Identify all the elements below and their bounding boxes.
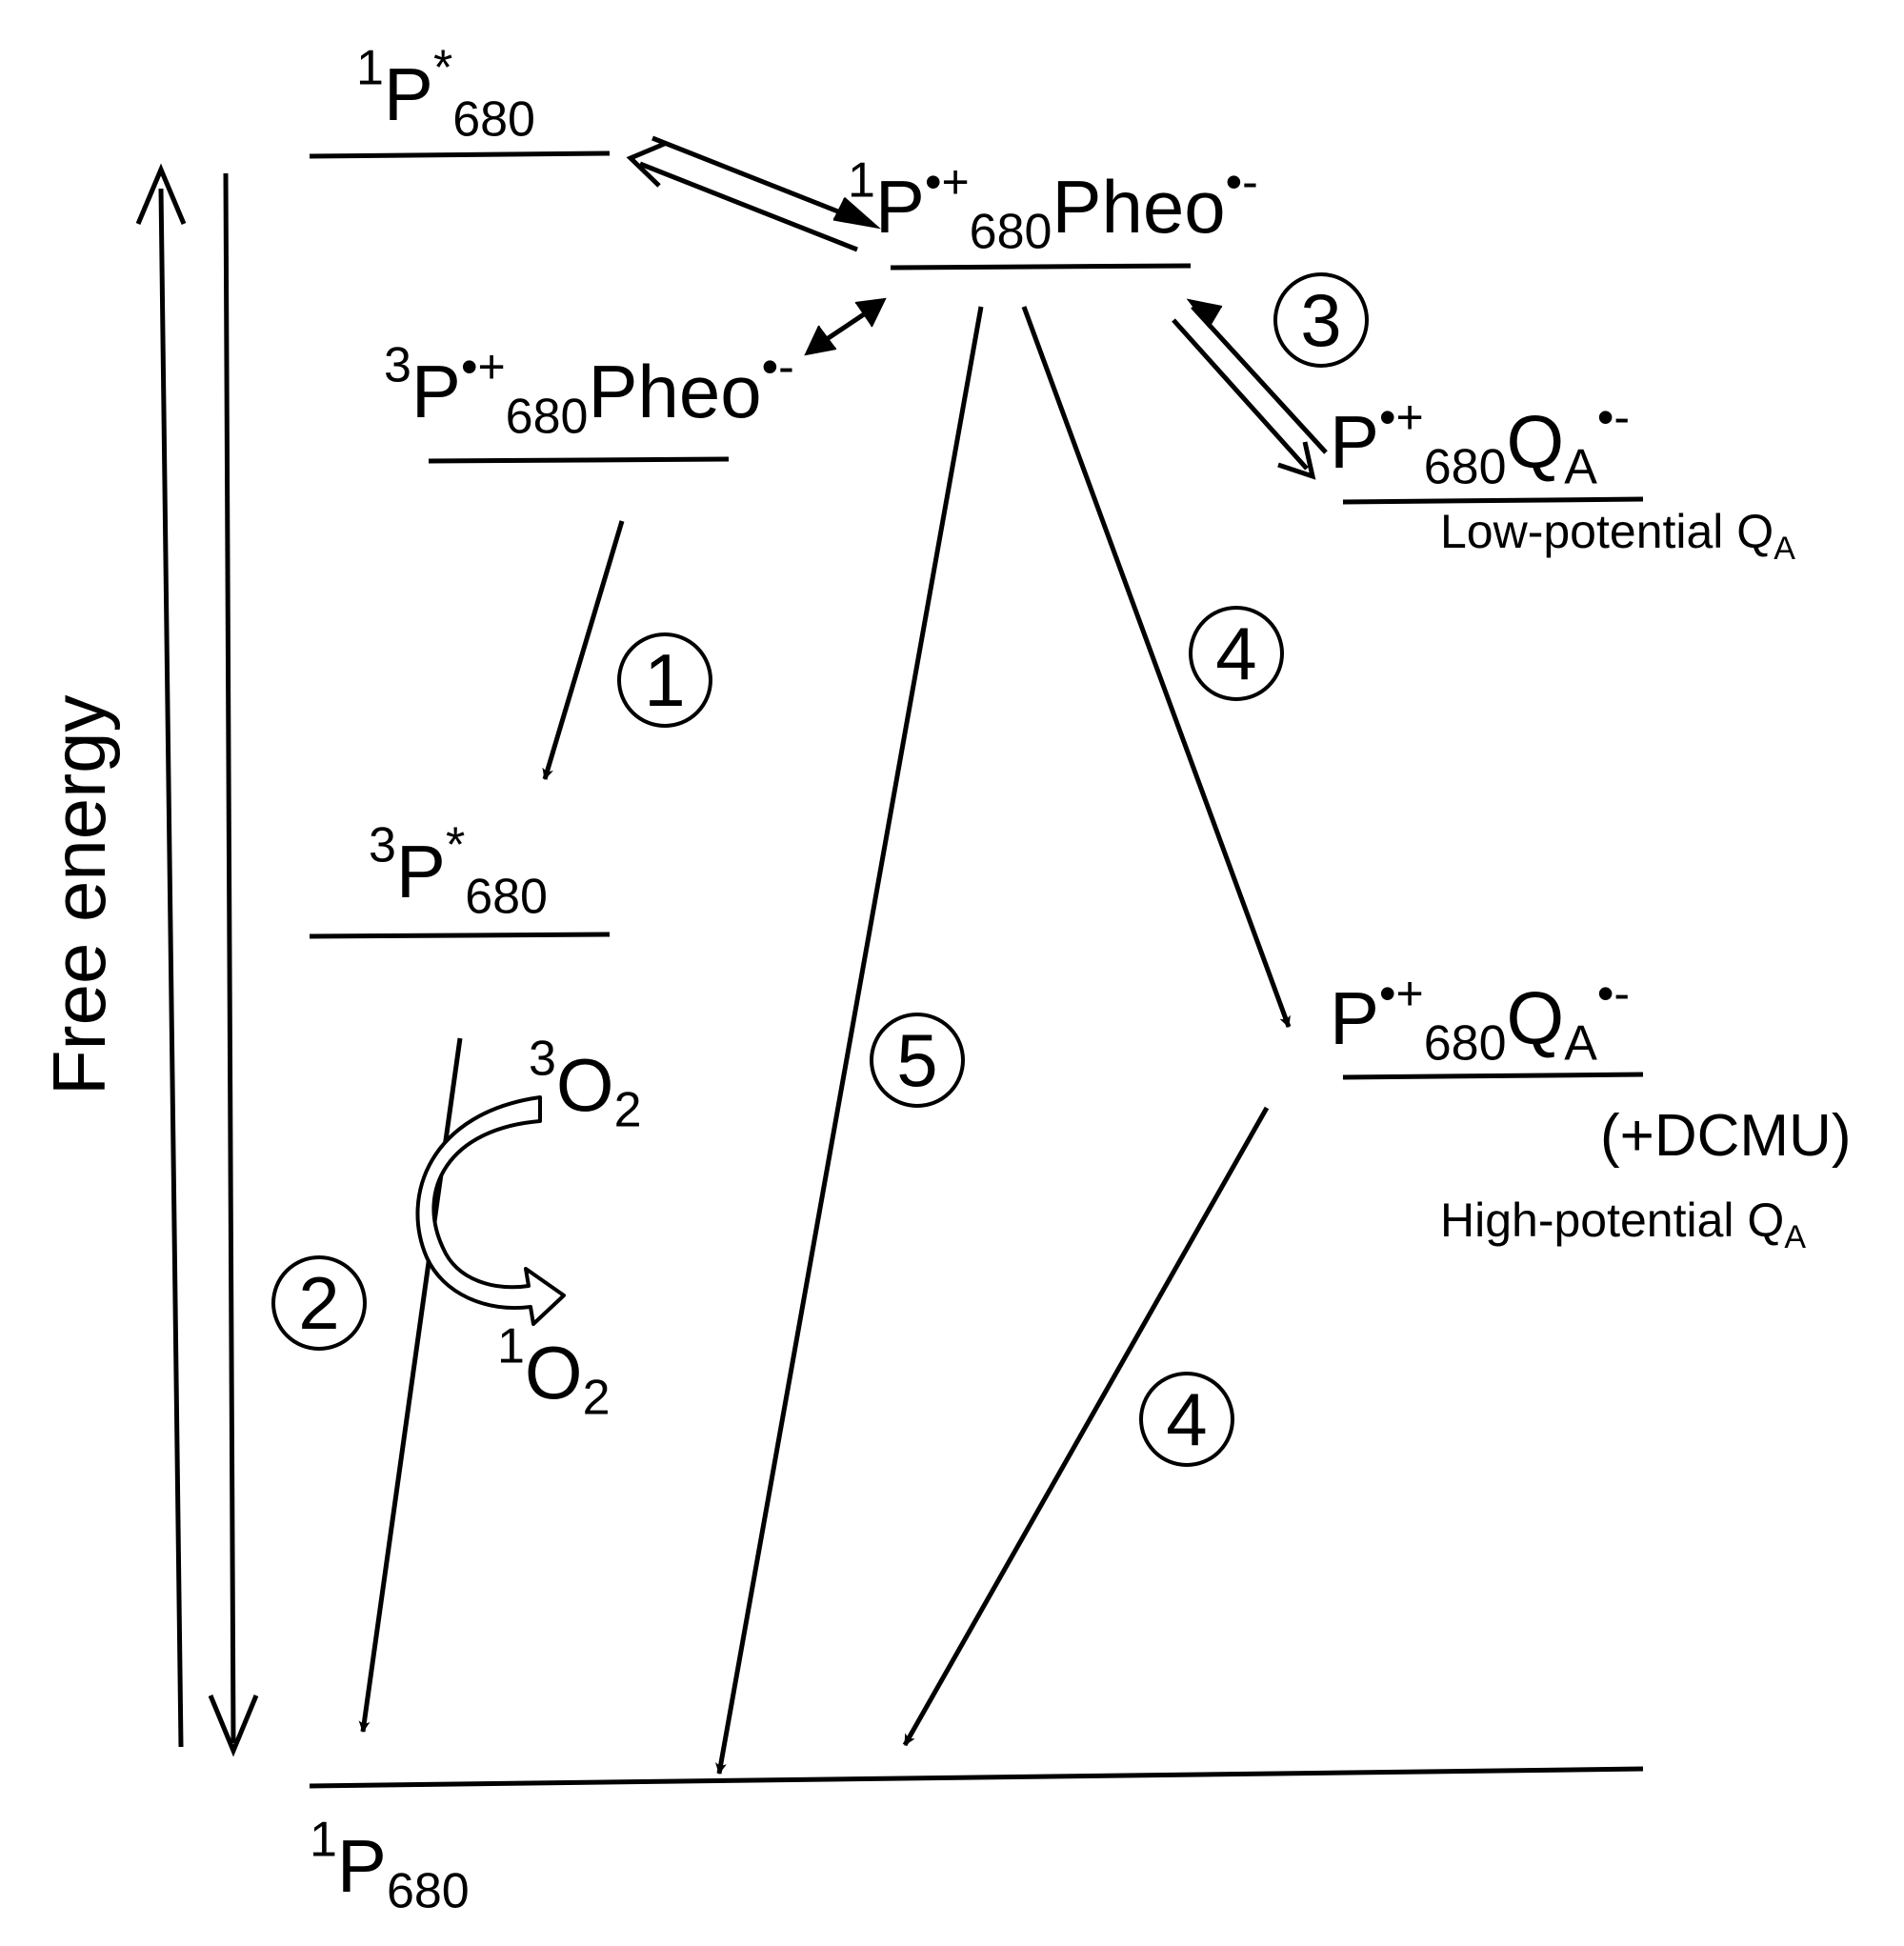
singlet-oxygen-label: 1O2 (497, 1318, 611, 1426)
pathway-4-marker-lower: 4 (1139, 1372, 1234, 1467)
pathway-1-arrow (542, 520, 625, 780)
pathway-5-marker: 5 (870, 1013, 965, 1108)
pathway-5-arrow (715, 306, 984, 1775)
y-axis-label: Free energy (37, 694, 121, 1095)
state-label-qa-low: P•+680QA•- (1330, 391, 1631, 495)
level-qa-high (1342, 1072, 1644, 1080)
pathway-1-marker: 1 (617, 632, 712, 728)
level-p680-pheo-singlet (890, 263, 1192, 271)
level-p680-pheo-triplet (428, 456, 730, 464)
level-ground (309, 1766, 1644, 1789)
energy-axis-up-arrow (158, 188, 184, 1748)
back-reaction-arrow (639, 161, 858, 252)
state-label-ground: 1P680 (310, 1812, 470, 1919)
dcmu-label: (+DCMU) (1600, 1103, 1852, 1169)
energy-levels (309, 150, 1644, 1789)
equilibrium-arrows-top (626, 135, 882, 252)
pathway-2-marker: 2 (271, 1255, 367, 1351)
pathway-3-arrows (1172, 298, 1328, 480)
state-label-p680-triplet: 3P*680 (369, 817, 548, 925)
energy-axis-down-arrow (223, 172, 236, 1744)
energy-axis-up-arrowhead (135, 163, 187, 225)
level-p680-singlet-excited (309, 150, 611, 159)
level-qa-low (1342, 496, 1644, 505)
pathway-4-marker-upper: 4 (1189, 606, 1284, 701)
caption-low-potential-qa: Low-potential QA (1440, 505, 1795, 567)
state-label-qa-high: P•+680QA•- (1330, 967, 1631, 1072)
pathway-4-arrow-lower (902, 1106, 1270, 1747)
pathway-3-marker: 3 (1273, 272, 1369, 368)
pathway-4-arrow-upper (1021, 306, 1292, 1028)
level-p680-triplet (309, 932, 611, 939)
forward-charge-separation-arrow (651, 135, 872, 228)
triplet-oxygen-label: 3O2 (529, 1031, 642, 1138)
state-label-p680-singlet-excited: 1P*680 (356, 40, 535, 148)
caption-high-potential-qa: High-potential QA (1440, 1194, 1806, 1255)
spin-conversion-arrow (804, 297, 887, 356)
state-label-p680-pheo-singlet: 1P•+680Pheo•- (848, 152, 1258, 260)
oxygen-conversion-arrow (415, 1095, 566, 1326)
energy-axis-arrows (135, 163, 259, 1757)
energy-axis-down-arrowhead (208, 1695, 259, 1757)
state-label-p680-pheo-triplet: 3P•+680Pheo•- (384, 337, 794, 445)
